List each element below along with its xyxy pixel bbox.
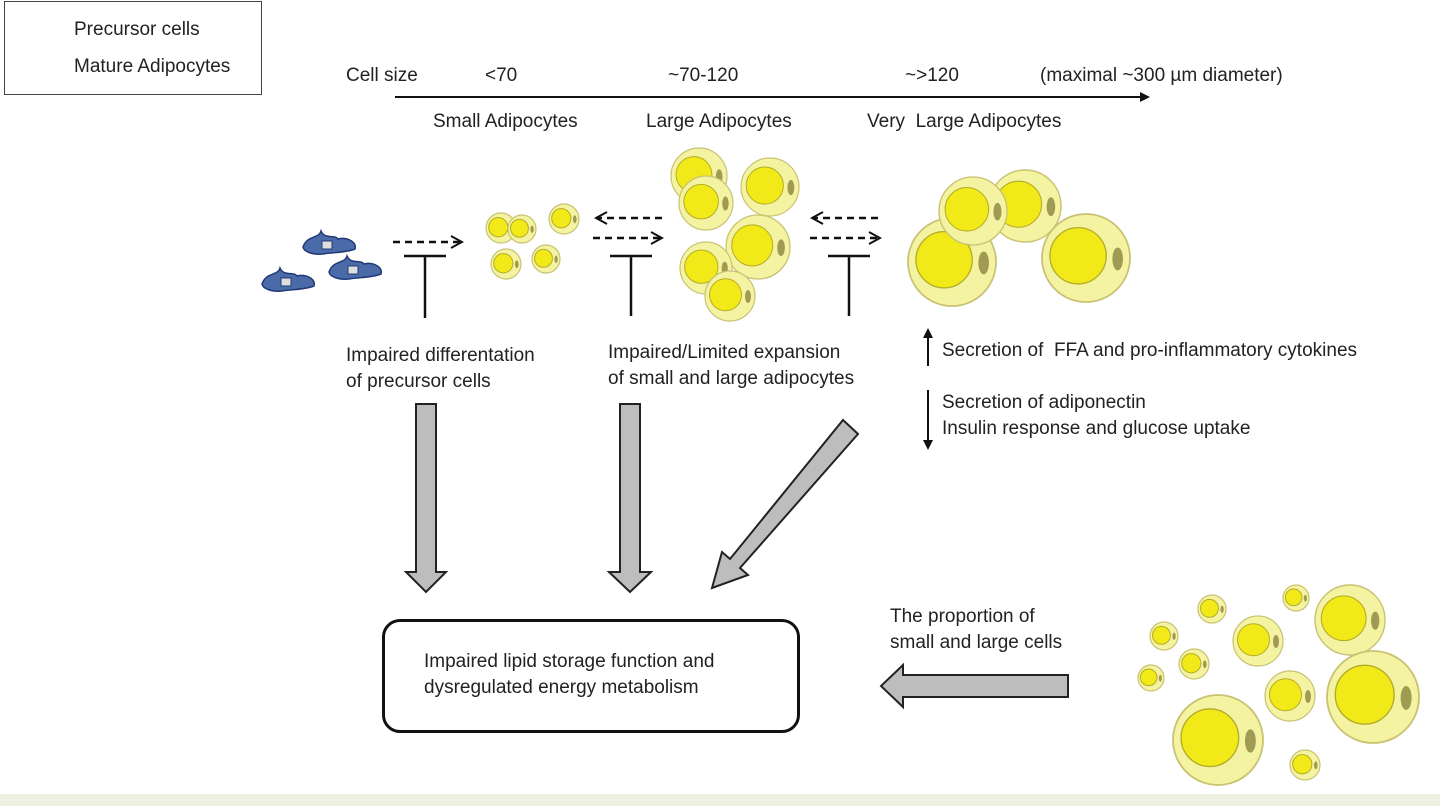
dashed-arrows	[393, 218, 880, 242]
adipocyte-cell	[1197, 594, 1227, 624]
category-small-adipocytes: Small Adipocytes	[433, 111, 578, 132]
adipocyte-cell	[548, 203, 580, 235]
bottom-border-strip	[0, 794, 1440, 806]
result-box	[382, 619, 800, 733]
block-arrow-proportion	[879, 662, 1069, 710]
block-arrow-very-large	[710, 418, 860, 590]
size-tick-very-large: ~>120	[905, 65, 959, 86]
precursor-cells-group	[261, 228, 382, 292]
label-impaired-expansion: Impaired/Limited expansion of small and …	[608, 342, 855, 389]
adipocyte-cell	[1149, 621, 1179, 651]
label-proportion: The proportion of small and large cells	[890, 606, 1063, 653]
adipocyte-cell	[1172, 694, 1264, 786]
inhibition-symbols	[404, 254, 870, 318]
precursor-cell	[261, 265, 315, 292]
size-tick-small: <70	[485, 65, 518, 86]
adipocyte-cell	[907, 217, 997, 307]
category-very-large-adipocytes: Very Large Adipocytes	[867, 111, 1062, 132]
small-adipocytes-group	[485, 203, 580, 280]
legend	[4, 1, 262, 95]
label-impaired-differentiation: Impaired differentation of precursor cel…	[346, 345, 535, 392]
category-large-adipocytes: Large Adipocytes	[646, 111, 792, 132]
label-secretion-increase: Secretion of FFA and pro-inflammatory cy…	[942, 340, 1358, 361]
adipocyte-cell	[1314, 584, 1386, 656]
legend-mature-label: Mature Adipocytes	[74, 56, 231, 77]
size-max-note: (maximal ~300 µm diameter)	[1040, 65, 1283, 86]
legend-precursor-label: Precursor cells	[74, 19, 200, 40]
large-adipocytes-group	[670, 147, 800, 322]
adipocyte-cell	[704, 270, 756, 322]
adipocyte-cell	[531, 244, 561, 274]
result-text: Impaired lipid storage function and dysr…	[424, 651, 715, 698]
adipocyte-cell	[1232, 615, 1284, 667]
adipocyte-cell	[1137, 664, 1165, 692]
adipocyte-cell	[1282, 584, 1310, 612]
adipocyte-cell	[490, 248, 522, 280]
very-large-adipocytes-group	[907, 169, 1131, 307]
adipocyte-cell	[485, 212, 517, 244]
adipocyte-cell	[1041, 213, 1131, 303]
adipocyte-cell	[1264, 670, 1316, 722]
adipocyte-cell	[725, 214, 791, 280]
label-secretion-decrease: Secretion of adiponectin Insulin respons…	[942, 392, 1251, 439]
block-arrow-expansion	[606, 403, 654, 594]
adipocyte-cell	[740, 157, 800, 217]
block-arrows	[403, 403, 1069, 710]
adipocyte-cell	[1289, 749, 1321, 781]
adipocyte-cell	[938, 176, 1008, 246]
adipocyte-cell	[1326, 650, 1420, 744]
precursor-cell	[328, 253, 382, 280]
block-arrow-differentiation	[403, 403, 449, 594]
precursor-cell	[302, 228, 356, 255]
adipocyte-cell	[507, 214, 537, 244]
mixed-adipocytes-group	[1137, 584, 1420, 786]
size-tick-large: ~70-120	[668, 65, 739, 86]
cell-size-label: Cell size	[346, 65, 418, 86]
adipocyte-cell	[678, 175, 734, 231]
adipocyte-cell	[1178, 648, 1210, 680]
